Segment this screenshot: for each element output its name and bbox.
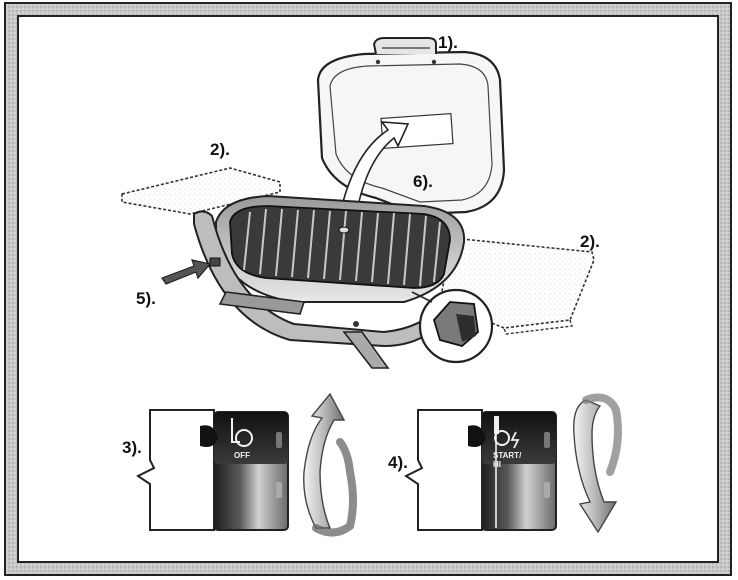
lid-label-arrow — [339, 121, 410, 217]
knob-start-label-1: START/ — [493, 451, 522, 460]
knob-off-diagram: 3). OFF — [122, 409, 289, 531]
callout-knob-off: 3). — [122, 438, 142, 457]
callout-side-table-right: 2). — [580, 232, 600, 251]
callout-knob-start: 4). — [388, 453, 408, 472]
rotate-arrow-up — [303, 392, 357, 537]
callout-ignition: 5). — [136, 289, 156, 308]
cooking-grate — [229, 205, 451, 289]
ignition-arrow — [161, 259, 212, 285]
callout-lid-handle: 1). — [438, 33, 458, 52]
grill-illustration — [121, 37, 595, 369]
grill-diagram: 1). 2). 6). 2). 5). 3). OFF 4). — [4, 2, 732, 576]
callout-lid-label: 6). — [413, 172, 433, 191]
knob-off-label: OFF — [234, 451, 250, 460]
lid-handle — [372, 37, 437, 55]
knob-start-label-2: HI — [493, 460, 501, 469]
ignition-button — [209, 257, 221, 267]
side-table-left — [121, 167, 281, 215]
rotate-arrow-down — [573, 393, 622, 534]
grate-bars — [243, 208, 441, 287]
knob-start-diagram: 4). START/ HI — [388, 409, 557, 531]
diagram-frame: 1). 2). 6). 2). 5). 3). OFF 4). — [4, 2, 732, 576]
callout-side-table-left: 2). — [210, 140, 230, 159]
